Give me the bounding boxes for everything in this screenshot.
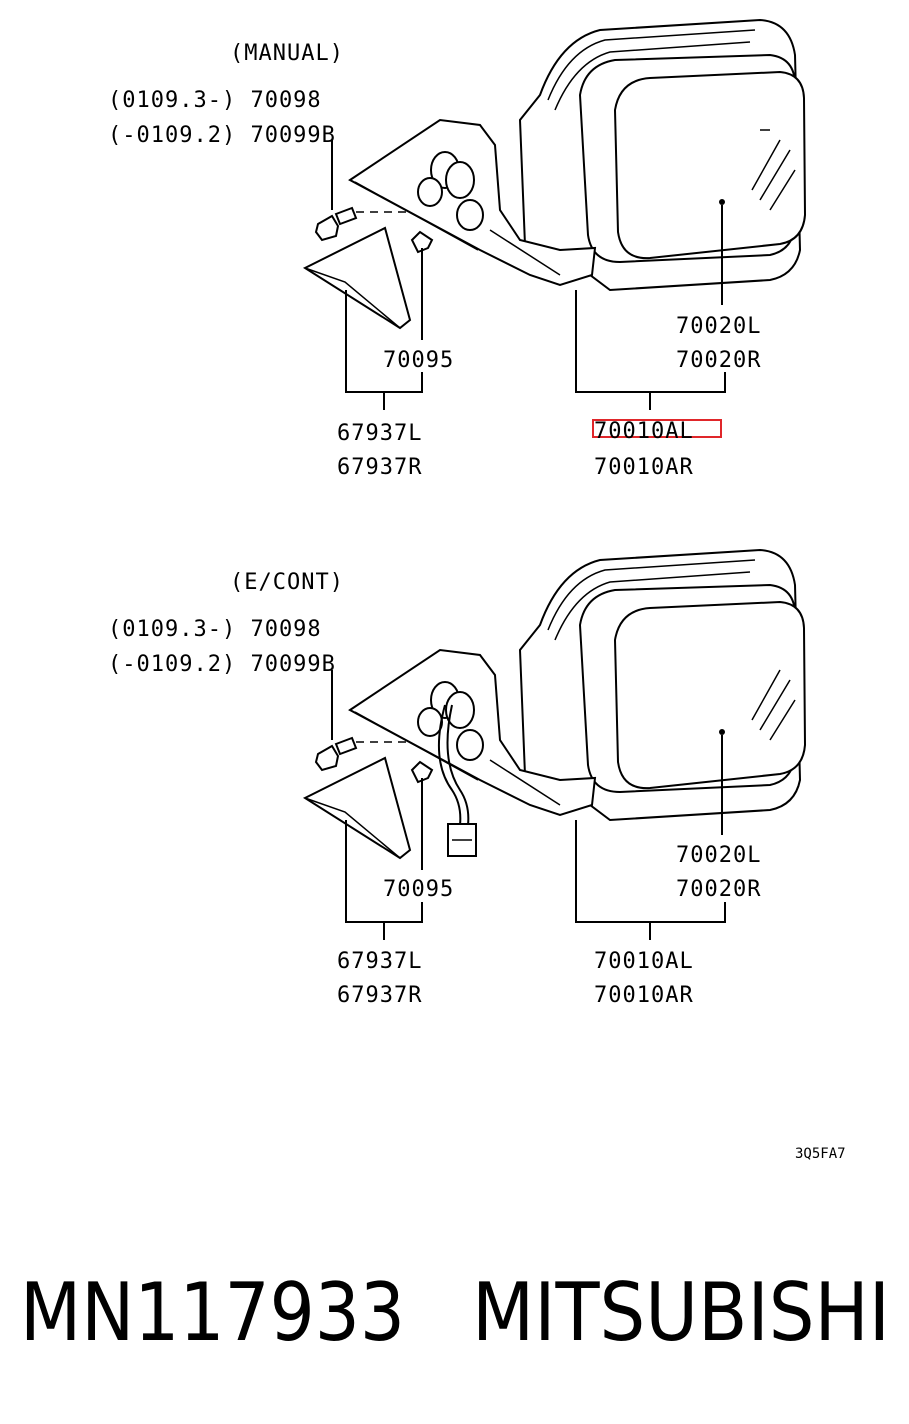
econt-cover-left-label: 67937L xyxy=(337,949,422,974)
econt-glass-left-label: 70020L xyxy=(676,843,761,868)
highlight-box xyxy=(592,419,722,438)
econt-view-title: (E/CONT) xyxy=(230,570,344,595)
econt-leaders xyxy=(331,670,726,940)
screw-label-line2: (-0109.2) 70099B xyxy=(108,123,336,148)
econt-view: (E/CONT) (0109.3-) 70098 (-0109.2) 70099… xyxy=(108,548,807,1008)
econt-mirror-left-label: 70010AL xyxy=(594,949,694,974)
mirror-left-label: 70010AL xyxy=(594,419,694,444)
glass-left-label: 70020L xyxy=(676,314,761,339)
mirror-assembly-illustration-econt xyxy=(302,548,807,860)
econt-glass-right-label: 70020R xyxy=(676,877,761,902)
screw-label-line1: (0109.3-) 70098 xyxy=(108,88,322,113)
glass-right-label: 70020R xyxy=(676,348,761,373)
econt-clip-label: 70095 xyxy=(383,877,454,902)
footer-part-number: MN117933 xyxy=(20,1266,405,1359)
econt-screw-label-line1: (0109.3-) 70098 xyxy=(108,617,322,642)
drawing-code: 3Q5FA7 xyxy=(795,1146,846,1162)
manual-view-title: (MANUAL) xyxy=(230,41,344,66)
cover-right-label: 67937R xyxy=(337,455,422,480)
mirror-assembly-illustration xyxy=(302,18,807,330)
econt-mirror-right-label: 70010AR xyxy=(594,983,694,1008)
mirror-right-label: 70010AR xyxy=(594,455,694,480)
econt-cover-right-label: 67937R xyxy=(337,983,422,1008)
clip-label: 70095 xyxy=(383,348,454,373)
econt-screw-label-line2: (-0109.2) 70099B xyxy=(108,652,336,677)
footer-brand: MITSUBISHI xyxy=(472,1266,890,1359)
manual-view: (MANUAL) (0109.3-) 70098 (-0109.2) 70099… xyxy=(108,18,807,480)
manual-leaders xyxy=(331,140,726,410)
cover-left-label: 67937L xyxy=(337,421,422,446)
